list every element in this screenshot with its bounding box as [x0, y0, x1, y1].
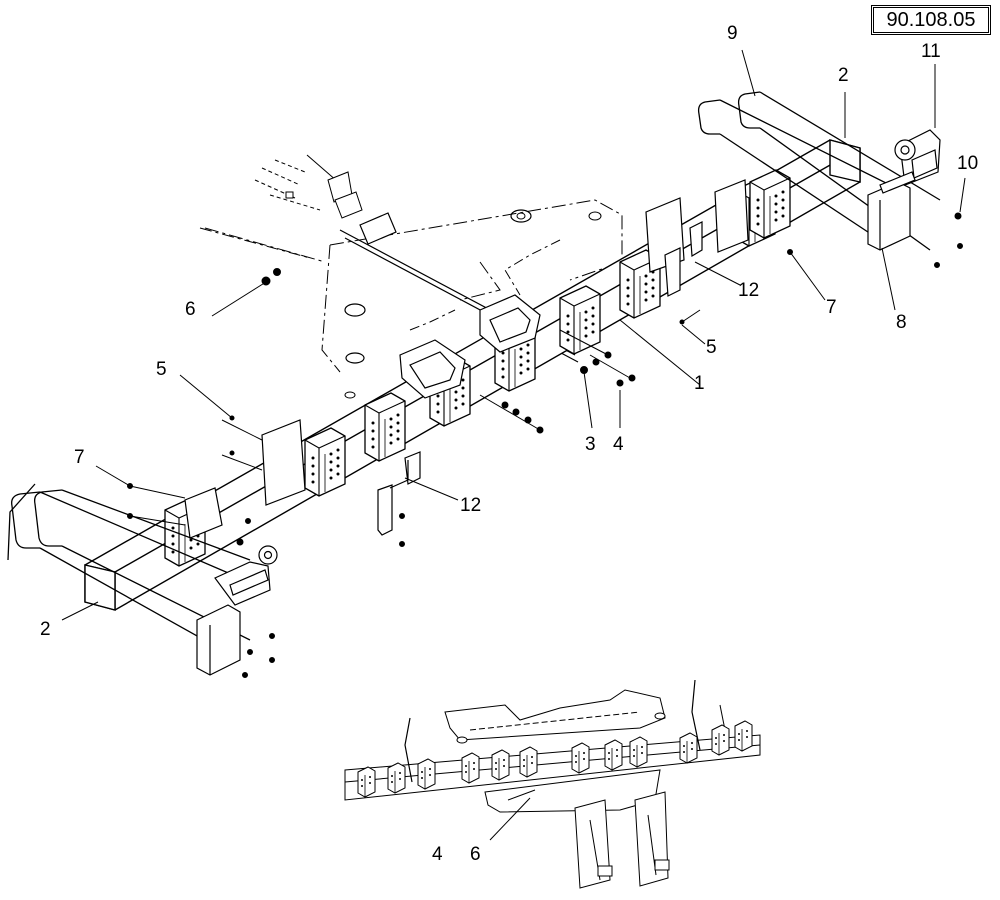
callout-10: 10: [957, 153, 979, 174]
callout-6: 6: [185, 299, 196, 320]
callout-9: 9: [727, 23, 738, 44]
callout-1: 1: [694, 373, 705, 394]
center-pivot-blocks: [400, 295, 540, 398]
callout-5-right: 5: [706, 337, 717, 358]
callout-7-left: 7: [74, 447, 85, 468]
inset-leaders: [490, 790, 535, 840]
callout-2-left: 2: [40, 619, 51, 640]
hardware-bolts-nuts: [128, 213, 963, 678]
callout-12-left: 12: [460, 495, 482, 516]
callout-6-inset: 6: [470, 844, 481, 865]
bent-brackets: [378, 222, 702, 535]
axis-line: [200, 228, 310, 258]
callout-4-inset: 4: [432, 844, 443, 865]
diagram-reference-number: 90.108.05: [873, 7, 989, 33]
callout-7-right: 7: [826, 297, 837, 318]
inset-assembled-view: [345, 680, 760, 888]
toolbar-end-left: [85, 565, 115, 610]
callout-5-left: 5: [156, 359, 167, 380]
callout-11: 11: [921, 41, 941, 62]
hardware-lines: [130, 310, 700, 525]
end-bracket-left: [197, 546, 277, 675]
mounting-plates: [185, 180, 748, 538]
callout-8: 8: [896, 312, 907, 333]
toolbar-end-right: [830, 140, 860, 182]
callout-2-right: 2: [838, 65, 849, 86]
leader-lines: [62, 50, 965, 620]
callout-3: 3: [585, 434, 596, 455]
callout-12-right: 12: [738, 280, 760, 301]
end-bracket-right: [868, 130, 940, 250]
callout-4: 4: [613, 434, 624, 455]
